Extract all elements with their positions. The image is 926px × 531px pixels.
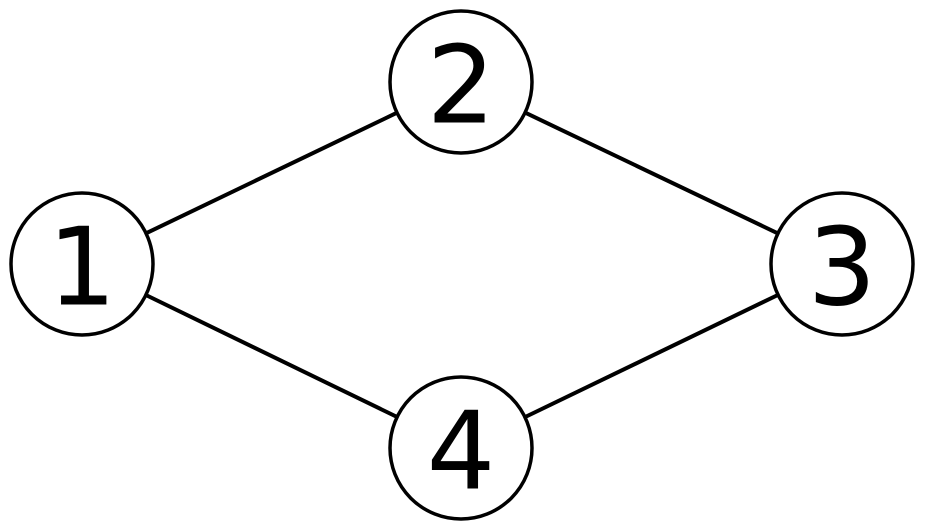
edge-3-4 (524, 293, 779, 419)
node-label: 3 (808, 206, 877, 331)
node-3: 3 (769, 191, 915, 337)
node-label: 1 (48, 206, 117, 331)
node-2: 2 (388, 9, 534, 155)
edge-2-3 (524, 110, 779, 236)
node-1: 1 (9, 191, 155, 337)
node-label: 2 (427, 24, 496, 149)
edge-1-4 (144, 293, 399, 419)
node-label: 4 (427, 390, 496, 515)
edge-1-2 (145, 110, 398, 236)
node-4: 4 (388, 375, 534, 521)
